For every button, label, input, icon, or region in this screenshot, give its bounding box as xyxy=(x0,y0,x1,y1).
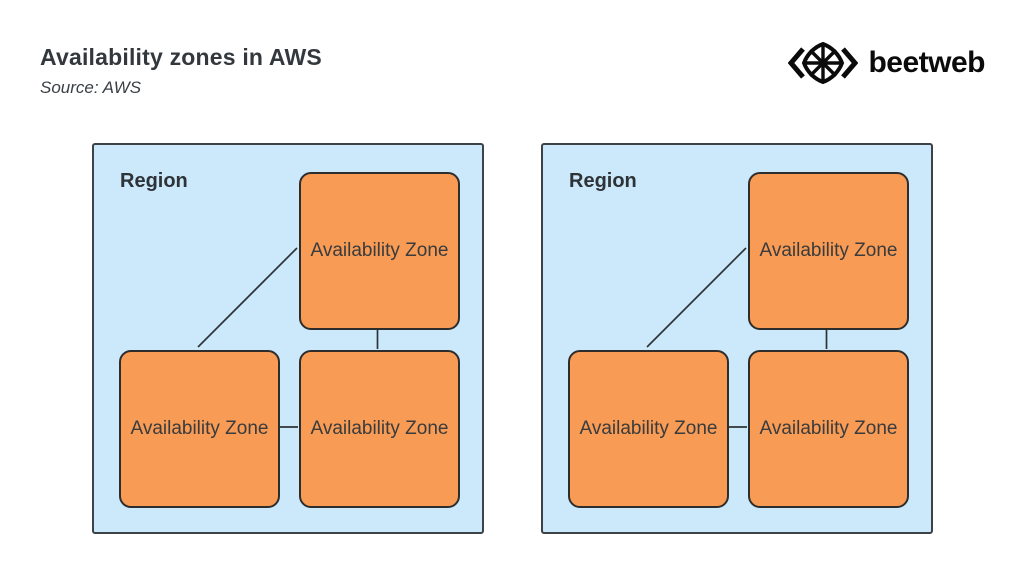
region-label: Region xyxy=(120,170,188,192)
region-box-2: Region Availability Zone Availability Zo… xyxy=(541,143,933,534)
connector-diagonal-line xyxy=(646,247,747,348)
source-caption: Source: AWS xyxy=(40,78,142,97)
header: Availability zones in AWS Source: AWS xyxy=(40,44,322,98)
page-title: Availability zones in AWS xyxy=(40,44,322,70)
logo-wordmark: beetweb xyxy=(868,46,985,79)
availability-zone-box: Availability Zone xyxy=(748,350,909,508)
availability-zone-box: Availability Zone xyxy=(299,172,460,330)
availability-zone-box: Availability Zone xyxy=(299,350,460,508)
region-label: Region xyxy=(569,170,637,192)
availability-zone-label: Availability Zone xyxy=(310,239,449,261)
availability-zone-box: Availability Zone xyxy=(748,172,909,330)
availability-zone-label: Availability Zone xyxy=(310,417,449,439)
availability-zone-label: Availability Zone xyxy=(759,239,898,261)
availability-zone-label: Availability Zone xyxy=(759,417,898,439)
availability-zone-box: Availability Zone xyxy=(119,350,280,508)
availability-zone-label: Availability Zone xyxy=(579,417,718,439)
angle-brackets-wheel-icon xyxy=(788,40,859,86)
availability-zone-box: Availability Zone xyxy=(568,350,729,508)
availability-zone-label: Availability Zone xyxy=(130,417,269,439)
connector-diagonal-line xyxy=(197,247,298,348)
region-box-1: Region Availability Zone Availability Zo… xyxy=(92,143,484,534)
beetweb-logo: beetweb xyxy=(788,40,985,86)
